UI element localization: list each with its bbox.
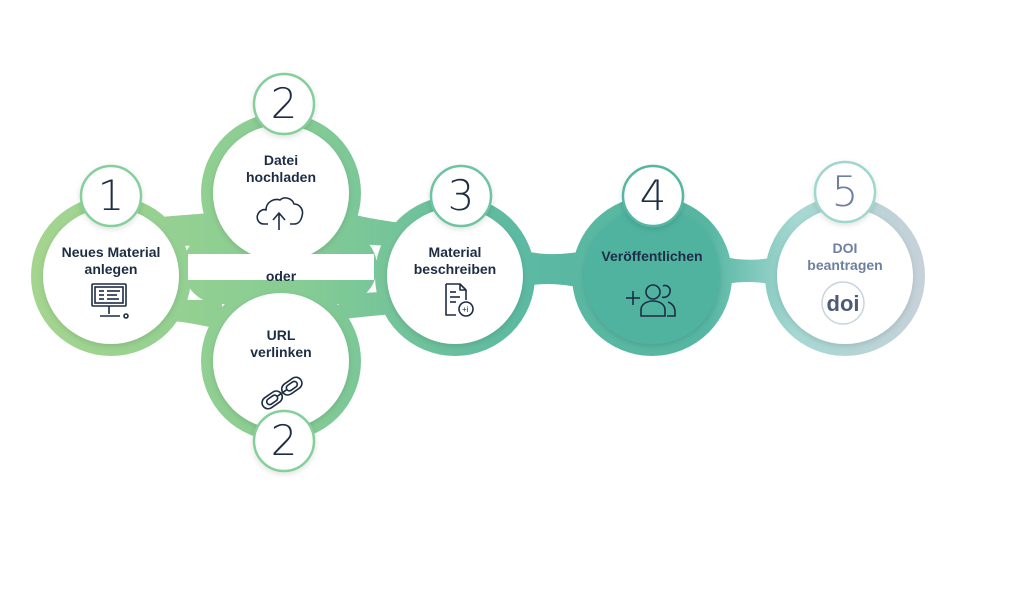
step-1-label: Neues Material anlegen	[46, 244, 176, 278]
cloud-upload-icon	[256, 197, 304, 230]
step-2b-number: 2	[270, 416, 298, 465]
step-3-label-line-2: beschreiben	[413, 261, 497, 277]
chain-link-icon	[261, 376, 303, 410]
step-2a-number-badge	[252, 72, 316, 136]
step-4-number-badge	[621, 164, 685, 228]
step-2a-label: Datei hochladen	[221, 152, 341, 186]
step-5-circle[interactable]	[777, 208, 913, 344]
step-4-number: 4	[639, 171, 667, 220]
oder-band	[188, 254, 374, 280]
step-2a-circle[interactable]	[213, 125, 349, 261]
step-3-label-line-1: Material	[428, 244, 482, 260]
step-3-number: 3	[447, 171, 475, 220]
step-1-number-badge	[79, 164, 143, 228]
step-1-circle[interactable]	[43, 208, 179, 344]
svg-text:doi: doi	[827, 291, 860, 316]
step-5-number-badge	[813, 160, 877, 224]
step-2b-circle[interactable]	[213, 293, 349, 429]
step-3-label: Material beschreiben	[395, 244, 515, 278]
step-2b-label: URL verlinken	[221, 327, 341, 361]
step-5-number: 5	[831, 167, 859, 216]
document-add-icon: +i	[445, 283, 474, 317]
step-2a-number: 2	[270, 79, 298, 128]
doi-logo-icon: doi	[821, 281, 865, 325]
step-5-label-line-1: DOI	[832, 240, 858, 256]
step-4-circle[interactable]	[584, 208, 720, 344]
step-4-label: Veröffentlichen	[587, 248, 717, 265]
step-2b-label-line-1: URL	[266, 327, 296, 343]
step-2a-label-line-1: Datei	[263, 152, 299, 168]
step-1-label-line-2: anlegen	[84, 261, 138, 277]
step-3-number-badge	[429, 164, 493, 228]
svg-text:+i: +i	[462, 305, 469, 314]
step-2b-number-badge	[252, 409, 316, 473]
step-2a-label-line-2: hochladen	[245, 169, 316, 185]
oder-label: oder	[265, 268, 297, 284]
add-people-icon	[626, 284, 676, 317]
step-2b-label-line-2: verlinken	[250, 344, 312, 360]
doi-logo-text: doi	[827, 291, 860, 316]
step-5-label: DOI beantragen	[785, 240, 905, 274]
computer-screen-icon	[91, 283, 129, 319]
step-5-label-line-2: beantragen	[807, 257, 883, 273]
step-4-label-line-1: Veröffentlichen	[601, 248, 703, 264]
step-1-number: 1	[97, 171, 125, 220]
step-3-circle[interactable]	[387, 208, 523, 344]
step-1-label-line-1: Neues Material	[61, 244, 161, 260]
